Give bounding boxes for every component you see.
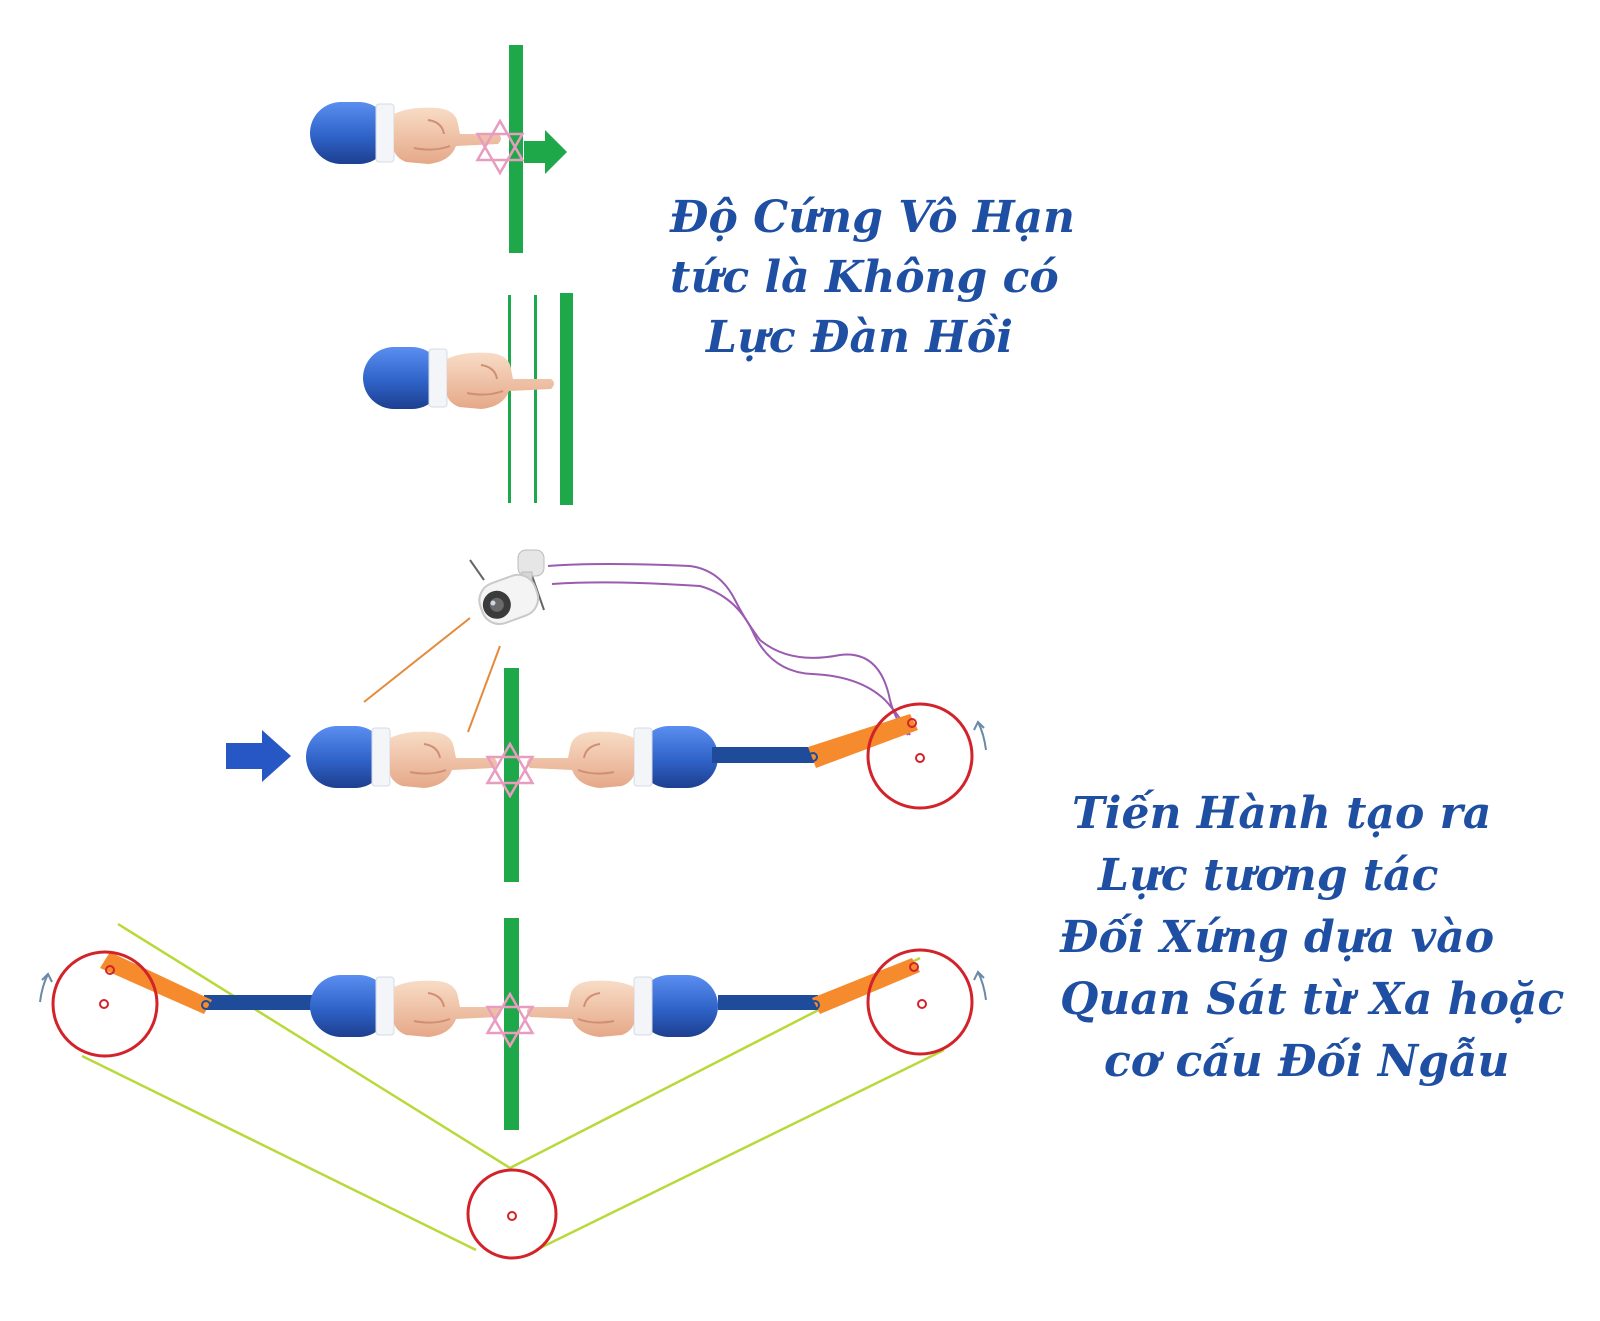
panel-camera-observation (226, 549, 987, 882)
rotation-arrow-icon (973, 720, 987, 751)
wheel-hub (99, 999, 109, 1009)
pointing-hand-icon (526, 725, 719, 789)
crank-pin (909, 962, 919, 972)
plate (504, 918, 519, 1130)
wheel (866, 948, 974, 1056)
drive-wheel (466, 1168, 558, 1260)
pointing-hand-icon (309, 974, 502, 1038)
crank-pivot (808, 752, 818, 762)
sight-line (363, 617, 471, 703)
caption-line: Đối Xứng dựa vào (1060, 912, 1495, 963)
rotation-arrow-icon (973, 970, 987, 1001)
caption-line: Quan Sát từ Xa hoặc (1060, 974, 1565, 1025)
panel-no-elastic (362, 293, 573, 505)
pointing-hand-icon (526, 974, 719, 1038)
caption-line: Lực tương tác (1098, 850, 1439, 901)
crank-arm (812, 958, 920, 1014)
crank-pivot (201, 1000, 211, 1010)
pointing-hand-icon (305, 725, 498, 789)
crank-pivot (810, 1000, 820, 1010)
camera-wire (547, 563, 909, 736)
crank-arm (808, 714, 918, 768)
pointing-hand-icon (362, 346, 555, 410)
wheel-hub (917, 999, 927, 1009)
pointing-hand-icon (309, 101, 502, 165)
wheel (866, 702, 974, 810)
panel-rigid-push (309, 45, 567, 253)
plate (504, 668, 519, 882)
crank-arm (100, 952, 212, 1014)
rotation-arrow-icon (39, 972, 53, 1003)
caption-line: Độ Cứng Vô Hạn (670, 192, 1076, 243)
push-rod (718, 995, 818, 1010)
caption-line: tức là Không có (670, 252, 1059, 303)
push-arrow-icon (226, 730, 291, 782)
push-rod (204, 995, 314, 1010)
wheel-hub (507, 1211, 517, 1221)
wheel (51, 950, 159, 1058)
plate-ghost-1 (508, 295, 511, 503)
wheel-hub (915, 753, 925, 763)
caption-stiffness: Độ Cứng Vô Hạn tức là Không có Lực Đàn H… (670, 196, 1090, 376)
push-arrow-icon (524, 130, 567, 174)
camera-wire (551, 581, 911, 736)
security-camera-icon (469, 549, 545, 625)
caption-interaction: Tiến Hành tạo ra Lực tương tác Đối Xứng … (1060, 792, 1580, 1102)
crank-pin (907, 718, 917, 728)
caption-line: Tiến Hành tạo ra (1072, 788, 1492, 839)
crank-pin (105, 965, 115, 975)
sight-line (467, 645, 501, 733)
plate-ghost-2 (534, 295, 537, 503)
plate (560, 293, 573, 505)
caption-line: cơ cấu Đối Ngẫu (1104, 1036, 1510, 1087)
panel-dual-mechanism (39, 918, 987, 1260)
caption-line: Lực Đàn Hồi (706, 312, 1013, 363)
push-rod (712, 747, 816, 763)
